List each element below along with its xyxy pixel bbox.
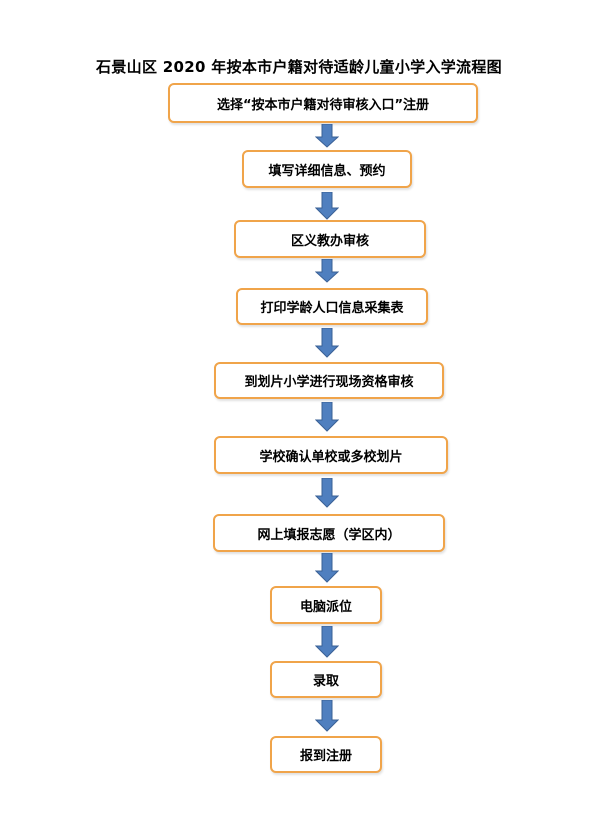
down-arrow-icon (315, 192, 339, 220)
down-arrow-icon (315, 328, 339, 358)
down-arrow-icon (315, 259, 339, 283)
flow-step-fill-info: 填写详细信息、预约 (242, 150, 412, 188)
down-arrow-icon (315, 478, 339, 508)
down-arrow-icon (315, 402, 339, 432)
page-title: 石景山区 2020 年按本市户籍对待适龄儿童小学入学流程图 (96, 58, 502, 76)
flow-step-district-review: 区义教办审核 (234, 220, 426, 258)
down-arrow-icon (315, 124, 339, 148)
flow-step-enroll: 报到注册 (270, 736, 382, 773)
down-arrow-icon (315, 553, 339, 583)
flow-step-admission: 录取 (270, 661, 382, 698)
flow-step-school-confirm: 学校确认单校或多校划片 (214, 436, 448, 474)
down-arrow-icon (315, 626, 339, 658)
flow-step-apply-online: 网上填报志愿（学区内） (213, 514, 445, 552)
down-arrow-icon (315, 700, 339, 732)
flow-step-register: 选择“按本市户籍对待审核入口”注册 (168, 83, 478, 123)
flow-step-print-form: 打印学龄人口信息采集表 (236, 288, 428, 325)
flow-step-lottery: 电脑派位 (270, 586, 382, 624)
flow-step-onsite-review: 到划片小学进行现场资格审核 (214, 362, 444, 399)
